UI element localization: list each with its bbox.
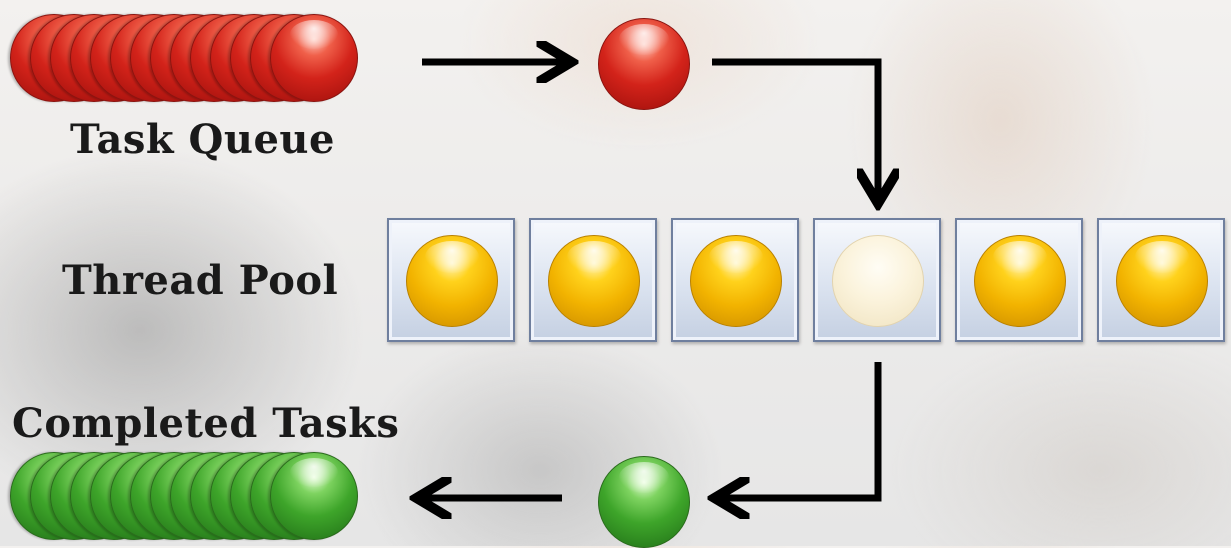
arrow-task-to-pool bbox=[712, 58, 878, 198]
thread-pool bbox=[387, 218, 1231, 344]
thread-slot bbox=[955, 218, 1083, 342]
dequeued-task-ball bbox=[598, 18, 690, 110]
completed-tasks-stack bbox=[10, 452, 390, 544]
thread-slot bbox=[671, 218, 799, 342]
busy-thread-ball bbox=[548, 235, 640, 327]
idle-thread-ball bbox=[832, 235, 924, 327]
finished-task-ball bbox=[598, 456, 690, 548]
thread-slot bbox=[813, 218, 941, 342]
task-queue-stack bbox=[10, 14, 390, 106]
busy-thread-ball bbox=[690, 235, 782, 327]
completed-tasks-label: Completed Tasks bbox=[12, 400, 400, 447]
completed-task-ball bbox=[270, 452, 358, 540]
queued-task-ball bbox=[270, 14, 358, 102]
busy-thread-ball bbox=[406, 235, 498, 327]
busy-thread-ball bbox=[1116, 235, 1208, 327]
busy-thread-ball bbox=[974, 235, 1066, 327]
arrow-pool-to-finished bbox=[720, 362, 882, 498]
thread-slot bbox=[387, 218, 515, 342]
thread-slot bbox=[1097, 218, 1225, 342]
thread-pool-label: Thread Pool bbox=[62, 257, 339, 304]
task-queue-label: Task Queue bbox=[70, 116, 335, 163]
thread-slot bbox=[529, 218, 657, 342]
